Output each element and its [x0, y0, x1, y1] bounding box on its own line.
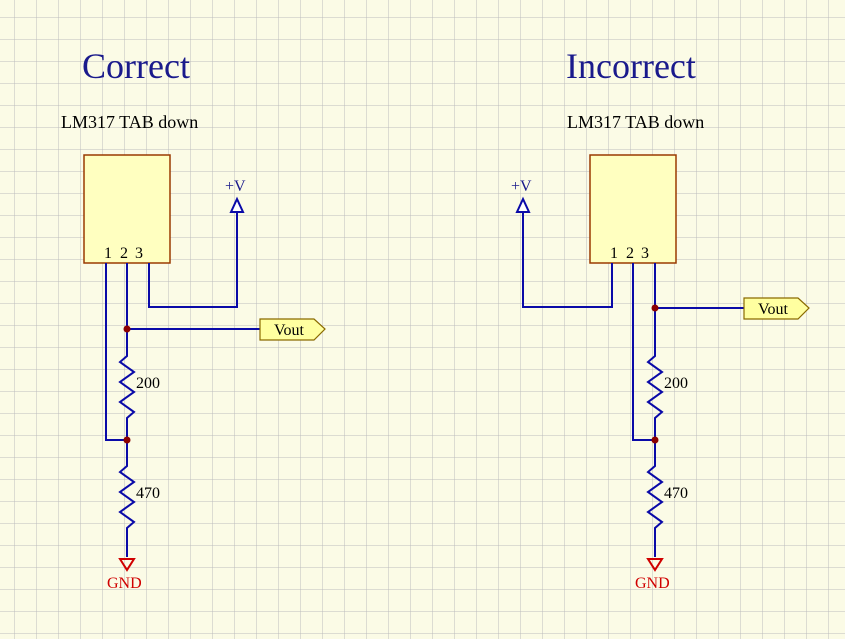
vout-port[interactable] [743, 297, 810, 320]
resistor-470-label: 470 [136, 485, 160, 502]
junction-dot [123, 436, 131, 444]
pin-3-wire [148, 212, 238, 308]
junction-dot [123, 325, 131, 333]
junction-dot [651, 436, 659, 444]
pin-1-wire [522, 212, 613, 308]
vout-label: Vout [758, 301, 788, 318]
pin-3-label: 3 [641, 245, 649, 262]
junction-dot [651, 304, 659, 312]
pin-1-label: 1 [104, 245, 112, 262]
resistor-200-label: 200 [136, 375, 160, 392]
pin-2-label: 2 [626, 245, 634, 262]
supply-arrow-icon [515, 196, 531, 213]
correct-subtitle: LM317 TAB down [61, 112, 198, 132]
vout-port[interactable] [259, 318, 326, 341]
correct-circuit: Correct LM317 TAB down 1 2 3 +V Vout 200… [61, 46, 326, 592]
supply-label: +V [511, 178, 532, 195]
lm317-body-incorrect[interactable] [589, 154, 677, 264]
correct-title: Correct [82, 46, 190, 86]
ground-icon [646, 558, 664, 572]
supply-label: +V [225, 178, 246, 195]
ground-label: GND [635, 575, 670, 592]
pin-1-wire [105, 263, 127, 441]
resistor-470-label: 470 [664, 485, 688, 502]
incorrect-subtitle: LM317 TAB down [567, 112, 704, 132]
vout-label: Vout [274, 322, 304, 339]
resistor-470 [118, 440, 136, 557]
ground-label: GND [107, 575, 142, 592]
pin-2-label: 2 [120, 245, 128, 262]
resistor-200 [646, 350, 664, 440]
resistor-470 [646, 440, 664, 557]
pin-2-wire [632, 263, 655, 441]
pin-1-label: 1 [610, 245, 618, 262]
resistor-200 [118, 350, 136, 440]
pin-3-label: 3 [135, 245, 143, 262]
incorrect-circuit: Incorrect LM317 TAB down 1 2 3 +V Vout 2… [511, 46, 810, 592]
supply-arrow-icon [229, 196, 245, 213]
incorrect-title: Incorrect [566, 46, 696, 86]
lm317-body-correct[interactable] [83, 154, 171, 264]
ground-icon [118, 558, 136, 572]
resistor-200-label: 200 [664, 375, 688, 392]
